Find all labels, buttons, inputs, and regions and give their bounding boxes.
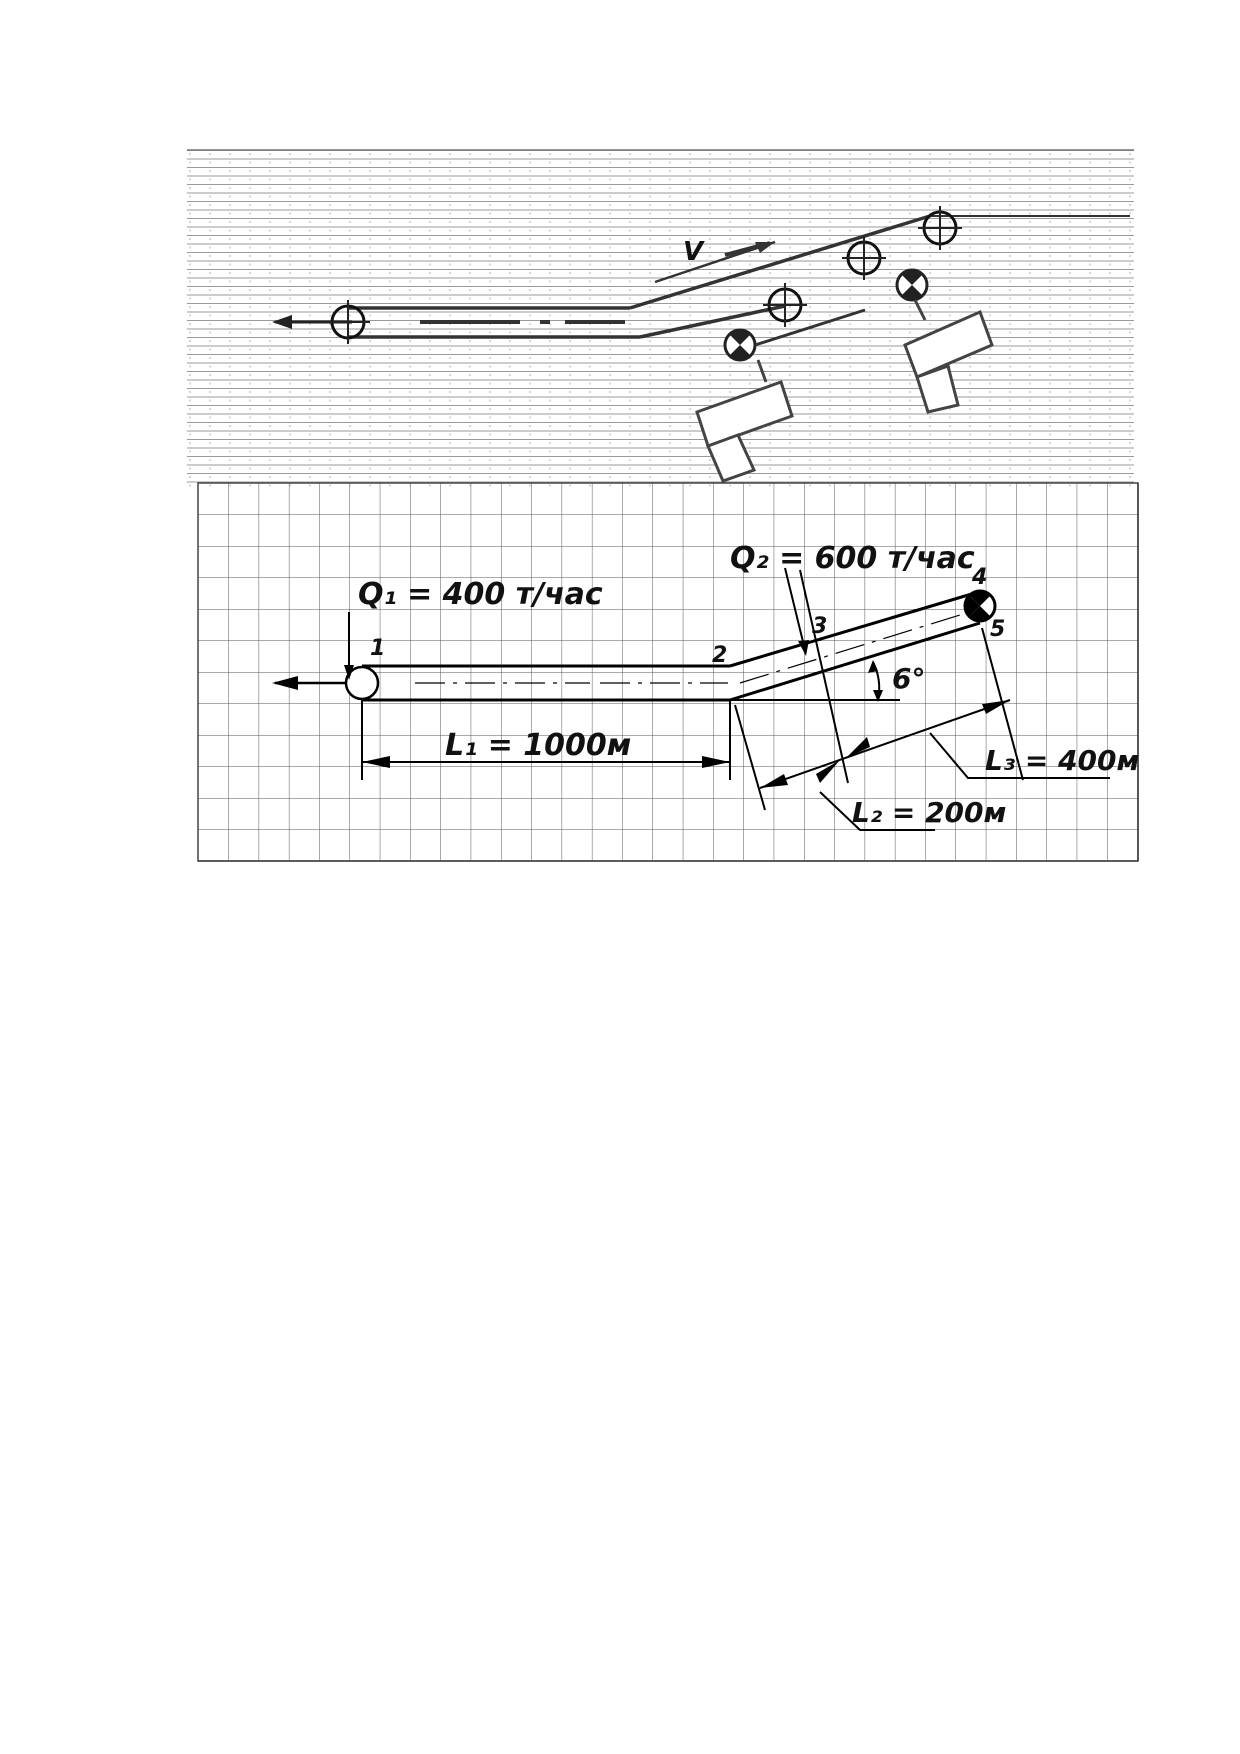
l1-label: L₁ = 1000м bbox=[445, 728, 631, 763]
point-1-label: 1 bbox=[370, 636, 385, 661]
top-conveyor-figure: V bbox=[187, 149, 1134, 490]
incline-angle-marker bbox=[730, 660, 900, 702]
head-pulley bbox=[918, 206, 962, 250]
bend-pulley-1 bbox=[763, 283, 807, 327]
point-5-label: 5 bbox=[990, 617, 1005, 642]
top-lined-background bbox=[187, 150, 1134, 490]
drive-unit-1 bbox=[695, 359, 794, 483]
point-3-label: 3 bbox=[812, 614, 827, 639]
dimension-l1 bbox=[361, 700, 731, 780]
top-belt bbox=[348, 214, 1130, 339]
q1-label: Q₁ = 400 т/час bbox=[358, 577, 603, 612]
q2-label: Q₂ = 600 т/час bbox=[730, 541, 975, 576]
q1-load-arrow bbox=[344, 612, 354, 680]
velocity-label: V bbox=[683, 237, 705, 267]
drive-unit-2 bbox=[903, 299, 994, 414]
scheme-discharge-arrow bbox=[272, 676, 345, 690]
horizontal-belt-section bbox=[362, 664, 730, 702]
tail-pulley bbox=[326, 300, 370, 344]
velocity-indicator: V bbox=[654, 237, 776, 284]
drive-pulley-1 bbox=[723, 308, 866, 362]
point-4-label: 4 bbox=[971, 565, 987, 590]
drive-pulley-2 bbox=[895, 268, 929, 302]
point-2-label: 2 bbox=[712, 643, 727, 668]
bend-pulley-2 bbox=[842, 236, 886, 280]
bottom-conveyor-scheme: Q₁ = 400 т/час Q₂ = 600 т/час 1 2 3 4 5 … bbox=[197, 482, 1139, 862]
dimension-l2-l3 bbox=[734, 569, 1110, 831]
l2-label: L₂ = 200м bbox=[852, 796, 1006, 829]
inclined-belt-section bbox=[729, 591, 981, 702]
l3-label: L₃ = 400м bbox=[985, 744, 1139, 777]
q2-load-arrow bbox=[784, 567, 809, 656]
angle-label: 6° bbox=[892, 662, 925, 695]
head-drive-pulley bbox=[963, 589, 997, 623]
